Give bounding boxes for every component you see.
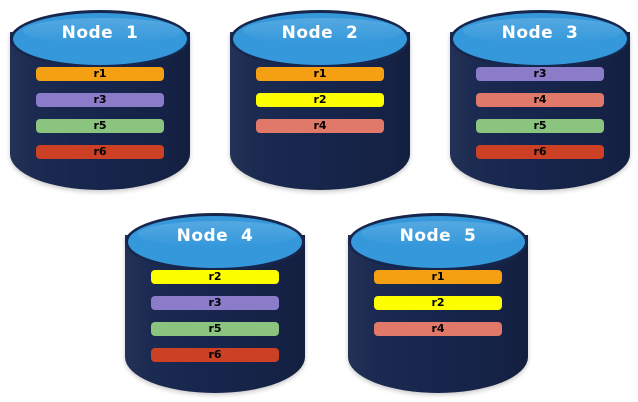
replica-list: r1 r3 r5 r6 xyxy=(36,67,164,159)
replica-bar[interactable]: r6 xyxy=(151,348,279,362)
replica-bar[interactable]: r1 xyxy=(374,270,502,284)
replica-bar[interactable]: r2 xyxy=(374,296,502,310)
replica-bar[interactable]: r4 xyxy=(256,119,384,133)
node-title: Node 3 xyxy=(501,23,579,43)
node-title: Node 1 xyxy=(61,23,139,43)
replica-bar[interactable]: r4 xyxy=(374,322,502,336)
replica-list: r1 r2 r4 xyxy=(256,67,384,133)
replica-list: r3 r4 r5 r6 xyxy=(476,67,604,159)
node-title: Node 2 xyxy=(281,23,359,43)
replica-bar[interactable]: r3 xyxy=(476,67,604,81)
replica-bar[interactable]: r6 xyxy=(36,145,164,159)
replica-bar[interactable]: r5 xyxy=(151,322,279,336)
replica-bar[interactable]: r5 xyxy=(476,119,604,133)
replica-bar[interactable]: r4 xyxy=(476,93,604,107)
replica-bar[interactable]: r3 xyxy=(151,296,279,310)
replica-bar[interactable]: r3 xyxy=(36,93,164,107)
replica-bar[interactable]: r5 xyxy=(36,119,164,133)
database-node-5[interactable]: Node 5 r1 r2 r4 xyxy=(348,213,528,393)
database-node-4[interactable]: Node 4 r2 r3 r5 r6 xyxy=(125,213,305,393)
replica-bar[interactable]: r6 xyxy=(476,145,604,159)
database-node-2[interactable]: Node 2 r1 r2 r4 xyxy=(230,10,410,190)
replica-list: r1 r2 r4 xyxy=(374,270,502,336)
replica-bar[interactable]: r1 xyxy=(256,67,384,81)
node-title: Node 4 xyxy=(176,226,254,246)
replica-bar[interactable]: r2 xyxy=(151,270,279,284)
database-node-3[interactable]: Node 3 r3 r4 r5 r6 xyxy=(450,10,630,190)
replica-bar[interactable]: r1 xyxy=(36,67,164,81)
node-title: Node 5 xyxy=(399,226,477,246)
replica-bar[interactable]: r2 xyxy=(256,93,384,107)
database-node-1[interactable]: Node 1 r1 r3 r5 r6 xyxy=(10,10,190,190)
replica-list: r2 r3 r5 r6 xyxy=(151,270,279,362)
